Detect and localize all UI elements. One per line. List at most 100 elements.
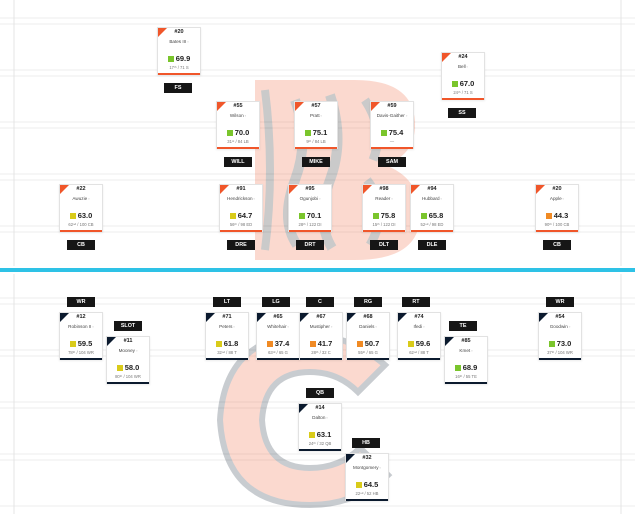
player-name[interactable]: Robinson II▫	[60, 324, 102, 329]
player-name-text: Reader	[375, 196, 391, 201]
team-corner-flag	[299, 404, 308, 413]
player-name[interactable]: Mustipher▫	[300, 324, 342, 329]
team-color-bar	[289, 230, 331, 232]
position-label-o-c: C	[306, 297, 334, 307]
chat-icon: ▫	[568, 324, 571, 329]
team-color-bar	[299, 449, 341, 451]
grade-chip	[407, 340, 414, 347]
player-name[interactable]: Davis-Gaither▫	[371, 113, 413, 118]
player-name-text: Kmet	[459, 348, 471, 353]
player-name[interactable]: Peters▫	[206, 324, 248, 329]
player-name[interactable]: Hubbard▫	[411, 196, 453, 201]
team-corner-flag	[220, 185, 229, 194]
player-name-text: Mustipher	[309, 324, 330, 329]
grade-row: 64.7	[220, 207, 262, 225]
player-name[interactable]: Daniels▫	[347, 324, 389, 329]
player-name[interactable]: Montgomery▫	[346, 465, 388, 470]
grade-row: 69.9	[158, 50, 200, 68]
position-label-d-dlt: DLT	[370, 240, 398, 250]
player-name[interactable]: Kmet▫	[445, 348, 487, 353]
player-name[interactable]: Goodwin▫	[539, 324, 581, 329]
chat-icon: ▫	[405, 113, 408, 118]
chat-icon: ▫	[466, 64, 469, 69]
player-name-text: Wilson	[229, 113, 244, 118]
team-color-bar	[217, 147, 259, 149]
player-name[interactable]: Ogunjobi▫	[289, 196, 331, 201]
team-color-bar	[347, 358, 389, 360]
position-rank: 80ᵗʰ / 104 WR	[115, 374, 141, 379]
jersey-number: #98	[379, 186, 389, 192]
player-name-text: Robinson II	[68, 324, 92, 329]
player-name[interactable]: Hendrickson▫	[220, 196, 262, 201]
player-name[interactable]: Awuzie▫	[60, 196, 102, 201]
player-name[interactable]: Pratt▫	[295, 113, 337, 118]
position-rank: 17ᵗʰ / 71 S	[169, 65, 189, 70]
player-name[interactable]: Bell▫	[442, 64, 484, 69]
team-color-bar	[398, 358, 440, 360]
grade-chip	[356, 340, 363, 347]
grade-chip	[454, 364, 461, 371]
team-corner-flag	[346, 454, 355, 463]
player-name-text: Mooney	[118, 348, 135, 353]
chat-icon: ▫	[92, 324, 94, 329]
player-name-text: Hubbard	[421, 196, 440, 201]
position-rank: 62ⁿᵈ / 88 T	[409, 350, 429, 355]
jersey-number: #74	[414, 314, 424, 320]
team-color-bar	[158, 73, 200, 75]
team-corner-flag	[347, 313, 356, 322]
team-corner-flag	[300, 313, 309, 322]
grade-row: 73.0	[539, 335, 581, 353]
jersey-number: #57	[311, 103, 321, 109]
player-name[interactable]: Bates III▫	[158, 39, 200, 44]
player-name-text: Goodwin	[549, 324, 568, 329]
player-name[interactable]: Wilson▫	[217, 113, 259, 118]
team-corner-flag	[217, 102, 226, 111]
player-name[interactable]: Ifedi▫	[398, 324, 440, 329]
player-name[interactable]: Dalton▫	[299, 415, 341, 420]
grade-row: 44.3	[536, 207, 578, 225]
grade-row: 58.0	[107, 359, 149, 377]
grade-row: 59.6	[398, 335, 440, 353]
position-label-o-slot: SLOT	[114, 321, 142, 331]
team-color-bar	[442, 98, 484, 100]
bengals-logo	[255, 80, 420, 260]
team-color-bar	[60, 230, 102, 232]
position-label-o-lg: LG	[262, 297, 290, 307]
player-name[interactable]: Apple▫	[536, 196, 578, 201]
grade-row: 70.1	[289, 207, 331, 225]
chat-icon: ▫	[330, 324, 333, 329]
chat-icon: ▫	[318, 196, 321, 201]
player-name-text: Ifedi	[413, 324, 423, 329]
player-name[interactable]: Reader▫	[363, 196, 405, 201]
jersey-number: #11	[123, 338, 133, 344]
grade-row: 37.4	[257, 335, 299, 353]
player-name[interactable]: Whitehair▫	[257, 324, 299, 329]
player-grade: 59.6	[415, 339, 431, 349]
chat-icon: ▫	[88, 196, 90, 201]
player-name[interactable]: Mooney▫	[107, 348, 149, 353]
chat-icon: ▫	[135, 348, 138, 353]
grade-chip	[420, 212, 427, 219]
